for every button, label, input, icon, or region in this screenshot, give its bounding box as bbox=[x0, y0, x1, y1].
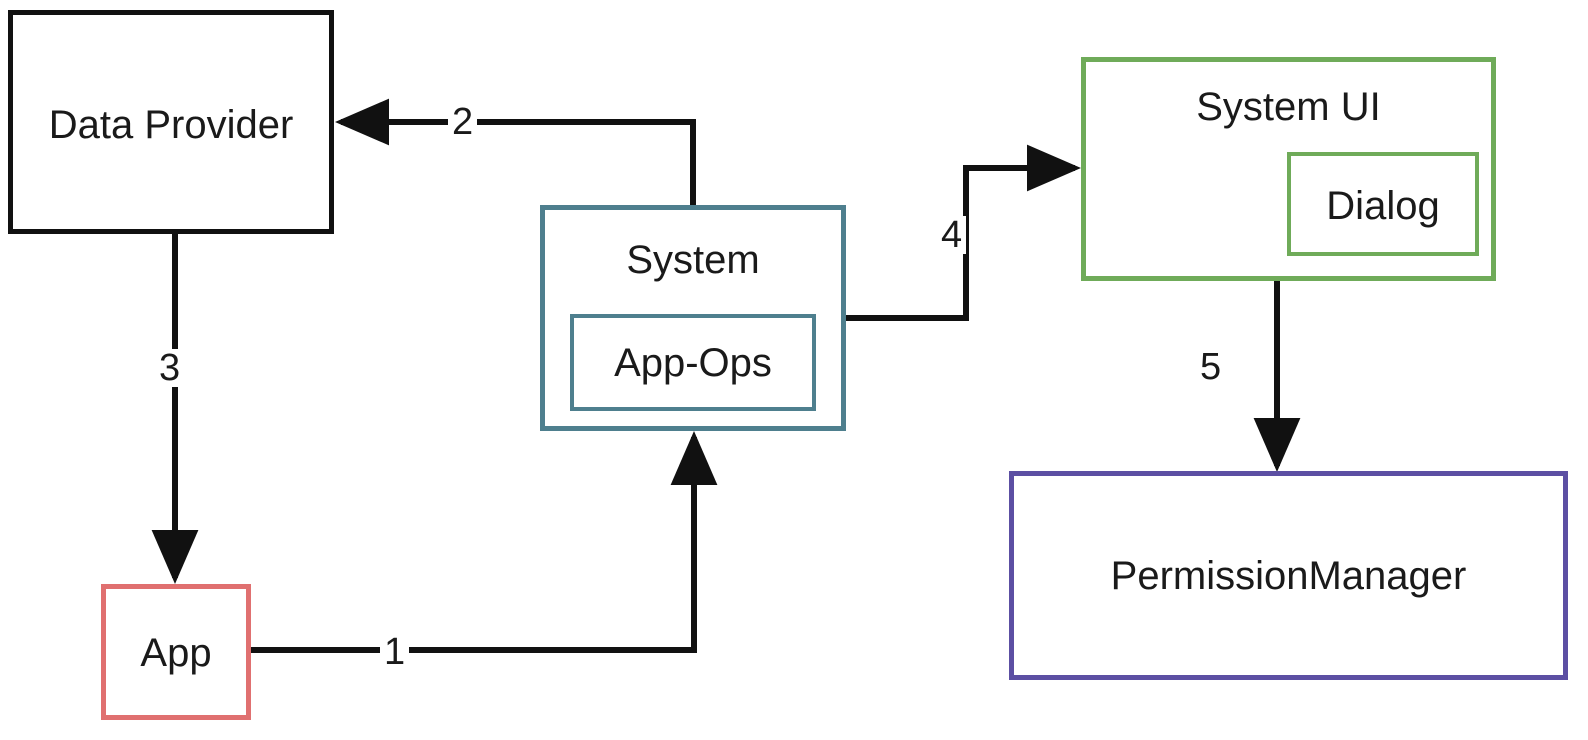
edge-label-3: 3 bbox=[155, 349, 185, 387]
edge-1-path bbox=[251, 431, 718, 653]
node-dialog-label: Dialog bbox=[1326, 184, 1440, 228]
node-app[interactable] bbox=[101, 584, 251, 720]
edge-label-5: 5 bbox=[1196, 348, 1226, 386]
node-app-ops[interactable] bbox=[570, 314, 816, 411]
edge-label-2: 2 bbox=[448, 103, 478, 141]
node-system-label: System bbox=[626, 238, 760, 282]
edge-label-4: 4 bbox=[937, 216, 967, 254]
node-permission-manager-label: PermissionManager bbox=[1110, 554, 1467, 598]
edge-label-1: 1 bbox=[380, 633, 410, 671]
node-data-provider[interactable] bbox=[8, 10, 334, 234]
node-app-ops-label: App-Ops bbox=[614, 341, 772, 385]
edge-2-path bbox=[335, 98, 696, 205]
node-data-provider-label: Data Provider bbox=[48, 103, 294, 147]
node-dialog[interactable] bbox=[1287, 152, 1479, 256]
node-app-label: App bbox=[140, 631, 212, 675]
node-system-ui-label: System UI bbox=[1196, 85, 1381, 129]
node-permission-manager[interactable] bbox=[1009, 471, 1568, 680]
